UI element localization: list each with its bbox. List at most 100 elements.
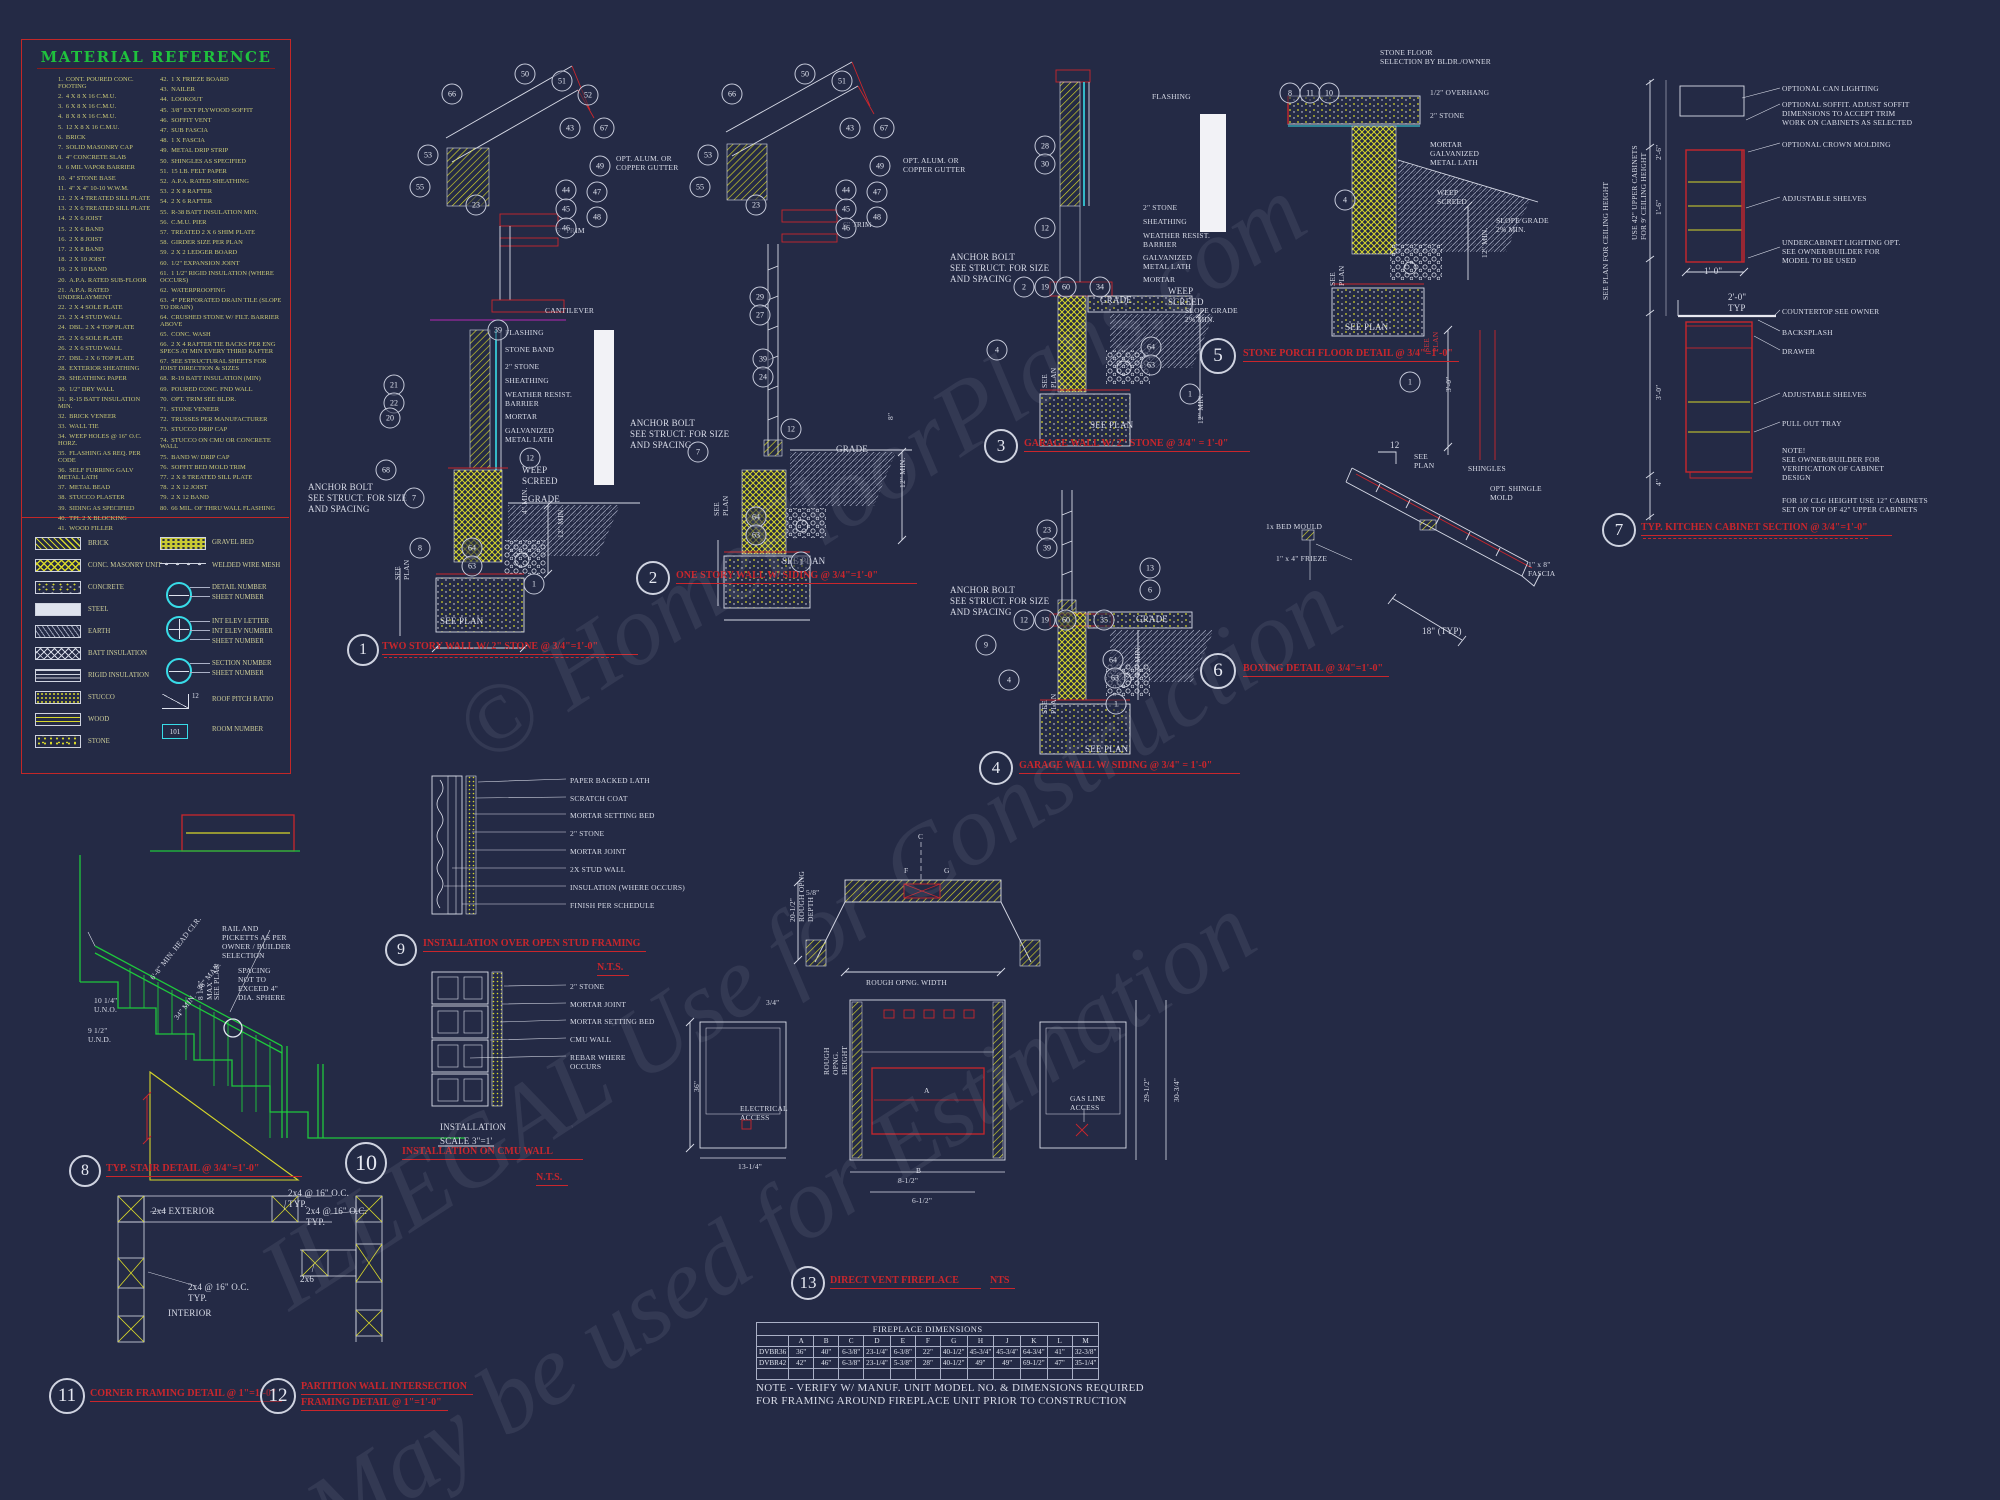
annotation-label: 4"	[1654, 478, 1663, 486]
annotation-label: OPTIONAL CAN LIGHTING	[1782, 84, 1879, 93]
fireplace-cell: 64-3/4"	[1019, 1346, 1048, 1358]
legend-label: CONC. MASONRY UNIT	[88, 562, 162, 569]
annotation-label: STONE BAND	[505, 345, 555, 354]
fireplace-cell: 42"	[788, 1357, 815, 1369]
material-callout: 49	[589, 155, 611, 177]
annotation-label: 29-1/2"	[1142, 1077, 1151, 1102]
annotation-label: 3'-0"	[1444, 376, 1453, 392]
detail-title: INSTALLATION ON CMU WALL	[402, 1146, 583, 1160]
annotation-label: USE 42" UPPER CABINETS FOR 9' CEILING HE…	[1630, 145, 1649, 240]
material-item: 57.TREATED 2 X 6 SHIM PLATE	[160, 229, 256, 237]
material-callout: 46	[555, 217, 577, 239]
material-callout: 1	[1399, 371, 1421, 393]
annotation-label: WEEP SCREED	[1168, 286, 1204, 307]
material-callout: 13	[1139, 557, 1161, 579]
room-number-symbol: 101	[162, 724, 188, 739]
fireplace-cell	[813, 1368, 840, 1380]
material-callout: 23	[465, 194, 487, 216]
material-item: 39.SIDING AS SPECIFIED	[58, 504, 135, 512]
annotation-label: SEE PLAN	[1040, 693, 1059, 714]
material-item: 33.WALL TIE	[58, 422, 99, 430]
detail-title: ONE STORY WALL W/ SIDING @ 3/4"=1'-0"	[676, 570, 917, 584]
conc-hatch-swatch	[35, 581, 81, 594]
material-callout: 44	[835, 179, 857, 201]
fireplace-cell	[993, 1368, 1021, 1380]
annotation-label: 2" STONE	[505, 362, 540, 371]
fireplace-cell: 45-3/4"	[966, 1346, 995, 1358]
fireplace-cell: 32-3/8"	[1071, 1346, 1100, 1358]
annotation-label: G	[944, 866, 950, 875]
detail-1-drawing	[399, 65, 640, 653]
fireplace-cell: 41"	[1046, 1346, 1073, 1358]
annotation-label: GRADE	[528, 494, 560, 504]
material-callout: 39	[1036, 537, 1058, 559]
annotation-label: SEE PLAN	[1090, 420, 1134, 430]
roof-pitch-sample: 12	[192, 693, 199, 700]
annotation-label: F	[904, 866, 909, 875]
annotation-label: SEE PLAN	[1040, 367, 1059, 388]
material-callout: 45	[835, 198, 857, 220]
material-item: 42.1 X FRIEZE BOARD	[160, 76, 229, 83]
fireplace-cell: DVBR36	[755, 1346, 790, 1358]
material-callout: 27	[749, 304, 771, 326]
annotation-label: 12	[1390, 440, 1400, 450]
annotation-label: WEATHER RESIST. BARRIER	[1143, 231, 1211, 250]
fireplace-col-header: D	[863, 1335, 891, 1347]
detail-8-drawing	[79, 814, 465, 1181]
fireplace-cell	[939, 1368, 968, 1380]
steel-hatch-swatch	[35, 603, 81, 616]
annotation-label: MORTAR GALVANIZED METAL LATH	[1430, 140, 1480, 168]
detail-9-drawing	[431, 775, 567, 915]
material-callout: 7	[403, 487, 425, 509]
legend-label: WELDED WIRE MESH	[212, 562, 281, 569]
fireplace-col-header: M	[1071, 1335, 1100, 1347]
annotation-label: CANTILEVER	[545, 306, 595, 315]
annotation-label: SPACING NOT TO EXCEED 4" DIA. SPHERE	[238, 966, 286, 1003]
material-item: 78.2 X 12 JOIST	[160, 484, 208, 492]
annotation-label: 2x4 @ 16" O.C. TYP.	[288, 1188, 350, 1209]
detail-7-drawing	[1645, 78, 1781, 521]
detail-3-drawing	[1039, 69, 1226, 447]
annotation-label: 10 1/4" U.N.O.	[94, 996, 118, 1015]
fireplace-col-header: G	[939, 1335, 968, 1347]
fireplace-cell	[838, 1368, 865, 1380]
material-callout: 12	[780, 418, 802, 440]
detail-number-11: 11	[49, 1378, 85, 1414]
material-item: 35.FLASHING AS REQ. PER CODE	[58, 450, 141, 464]
annotation-label: OPT. ALUM. OR COPPER GUTTER	[903, 156, 966, 175]
detail-number-7: 7	[1602, 513, 1636, 547]
annotation-label: OPTIONAL CROWN MOLDING	[1782, 140, 1891, 149]
annotation-label: DRAWER	[1782, 347, 1816, 356]
material-item: 2.4 X 8 X 16 C.M.U.	[58, 93, 117, 101]
annotation-label: SEE PLAN	[1414, 452, 1435, 471]
material-item: 20.A.P.A. RATED SUB-FLOOR	[58, 276, 147, 284]
detail-title: GARAGE WALL W/ SIDING @ 3/4" = 1'-0"	[1019, 760, 1240, 774]
fireplace-cell: 45-3/4"	[993, 1346, 1021, 1358]
material-item: 1.CONT. POURED CONC. FOOTING	[58, 76, 134, 90]
material-item: 72.TRUSSES PER MANUFACTURER	[160, 416, 268, 424]
annotation-label: MORTAR SETTING BED	[570, 1017, 655, 1026]
annotation-label: SLOPE GRADE 2% MIN.	[1496, 216, 1549, 235]
roof-pitch-symbol	[162, 694, 189, 709]
material-item: 59.2 X 2 LEDGER BOARD	[160, 249, 238, 257]
material-item: 44.LOOKOUT	[160, 96, 203, 104]
material-callout: 50	[514, 63, 536, 85]
material-callout: 12	[519, 447, 541, 469]
material-callout: 4	[986, 339, 1008, 361]
detail-title: TWO STORY WALL W/ 2" STONE @ 3/4"=1'-0"	[382, 641, 638, 655]
annotation-label: SCRATCH COAT	[570, 794, 628, 803]
annotation-label: GRADE	[1136, 614, 1168, 624]
annotation-label: MORTAR JOINT	[570, 1000, 627, 1009]
material-callout: 1	[523, 573, 545, 595]
legend-label: SECTION NUMBER SHEET NUMBER	[212, 660, 272, 677]
annotation-label: ROUGH OPNG. WIDTH	[866, 978, 947, 987]
detail-title: BOXING DETAIL @ 3/4"=1'-0"	[1243, 663, 1390, 677]
material-callout: 4	[998, 669, 1020, 691]
fireplace-cell: 40-1/2"	[939, 1346, 968, 1358]
annotation-label: SEE PLAN	[782, 556, 826, 566]
annotation-label: SEE PLAN	[212, 963, 221, 1000]
legend-label: STONE	[88, 738, 110, 745]
annotation-label: SEE PLAN	[1345, 322, 1389, 332]
